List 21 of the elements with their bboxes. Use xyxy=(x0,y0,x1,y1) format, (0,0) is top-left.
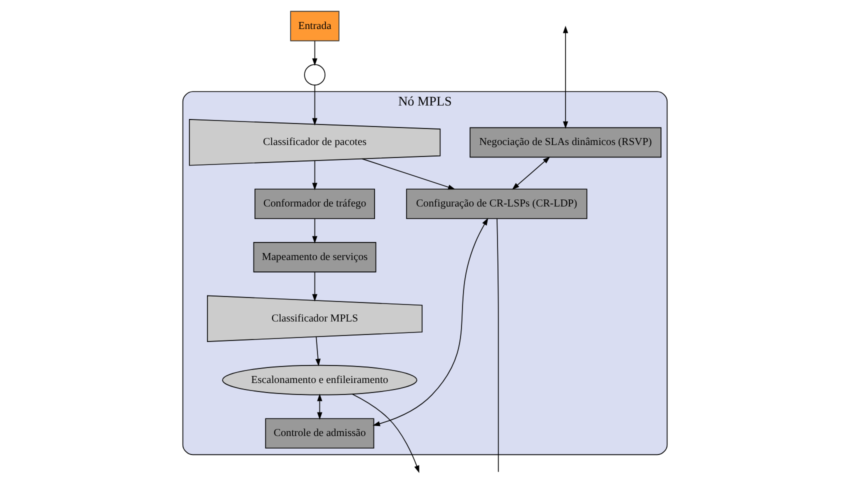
arrow xyxy=(312,272,317,302)
arrow xyxy=(361,158,455,190)
arrow xyxy=(511,156,550,190)
node-box: Entrada xyxy=(290,10,339,42)
arrow xyxy=(351,394,419,473)
node-box: Conformador de tráfego xyxy=(254,188,375,220)
arrow xyxy=(372,218,488,426)
node-box: Negociação de SLAs dinâmicos (RSVP) xyxy=(469,127,661,158)
node-box: Controle de admissão xyxy=(264,418,374,449)
node-ellipse: Escalonamento e enfileiramento xyxy=(222,364,417,396)
arrow xyxy=(562,26,568,129)
arrow xyxy=(314,336,320,366)
arrow xyxy=(312,160,317,190)
node-box: Mapeamento de serviços xyxy=(252,242,376,272)
arrow xyxy=(312,218,317,244)
node-circle xyxy=(304,64,325,86)
connector xyxy=(496,218,498,472)
arrow xyxy=(312,40,317,66)
arrow xyxy=(312,84,317,126)
arrow xyxy=(316,394,322,420)
node-box: Configuração de CR-LSPs (CR-LDP) xyxy=(406,188,587,220)
